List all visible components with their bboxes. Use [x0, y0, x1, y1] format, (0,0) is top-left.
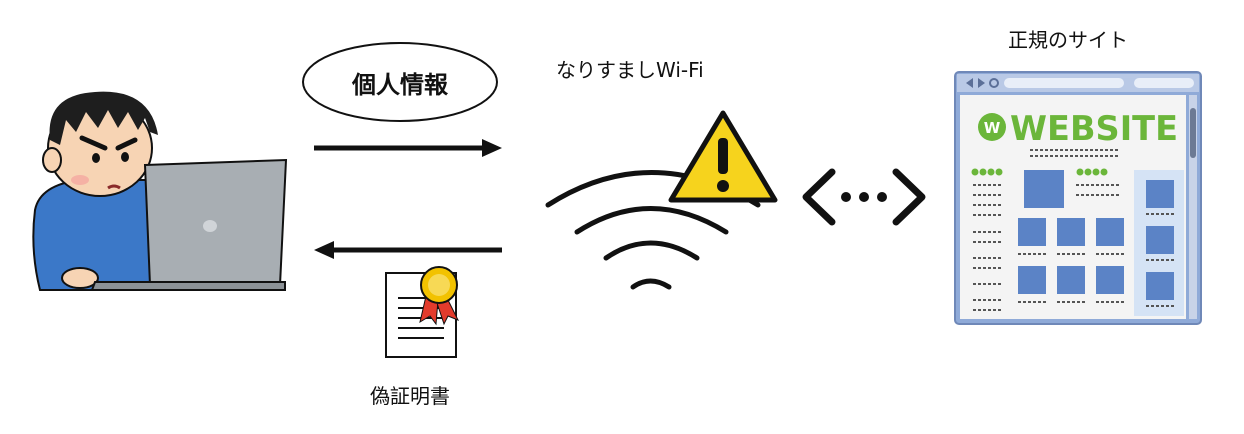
browser-window-icon: [954, 71, 1202, 325]
website-logo-letter: W: [984, 119, 1001, 137]
warning-icon: [668, 110, 778, 203]
certificate-icon: [385, 266, 460, 358]
fake-cert-label: 偽証明書: [370, 384, 450, 408]
bidirectional-connection-icon: [802, 168, 926, 226]
laptop-icon: [90, 158, 288, 291]
personal-info-bubble: [302, 42, 498, 122]
arrow-to-wifi: [314, 139, 502, 157]
legit-site-label: 正規のサイト: [1008, 28, 1128, 52]
spoof-wifi-label: なりすましWi-Fi: [556, 58, 704, 82]
hacker-user-icon: [32, 91, 158, 291]
personal-info-label: 個人情報: [352, 70, 448, 99]
arrow-to-user: [314, 241, 502, 259]
website-logo-text: WEBSITE: [1010, 109, 1178, 149]
